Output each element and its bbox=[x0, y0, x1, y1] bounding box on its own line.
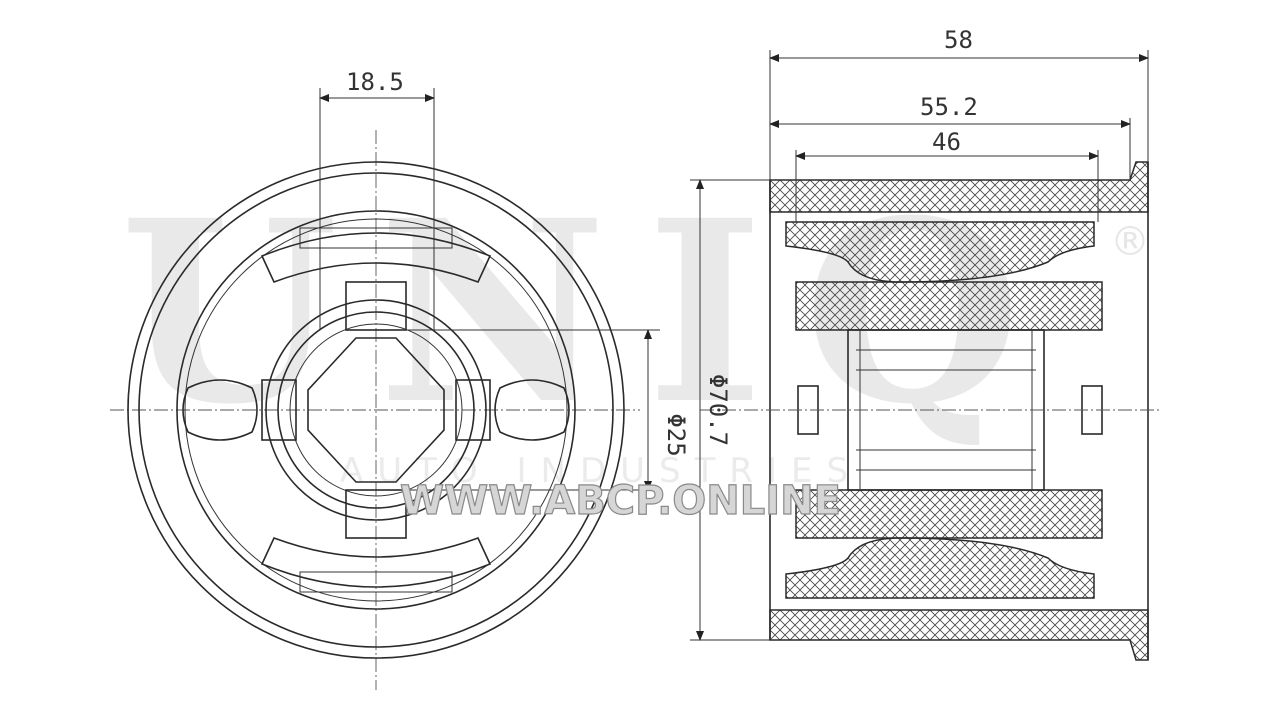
top-clip bbox=[299, 227, 453, 249]
top-arc-band bbox=[260, 232, 492, 284]
website-watermark: WWW.ABCP.ONLINE bbox=[400, 478, 841, 524]
slot-width-label: 18.5 bbox=[346, 68, 404, 96]
side-view: 58 55.2 46 Φ70.7 bbox=[690, 26, 1160, 661]
rubber-body-circle bbox=[176, 210, 576, 610]
overall-length-label: 58 bbox=[944, 26, 973, 54]
rubber-inner-circle bbox=[184, 218, 568, 602]
bottom-outer-sleeve bbox=[769, 609, 1149, 661]
bottom-clip bbox=[299, 571, 453, 593]
lower-inner-plate bbox=[795, 489, 1103, 539]
sleeve-mid-ring bbox=[277, 311, 475, 509]
bottom-tab bbox=[345, 489, 407, 539]
left-lobe bbox=[182, 379, 258, 441]
top-tab bbox=[345, 281, 407, 331]
center-bore bbox=[307, 337, 445, 483]
lower-rubber bbox=[785, 537, 1095, 599]
left-tab bbox=[261, 379, 297, 441]
right-lobe bbox=[494, 379, 570, 441]
right-tab bbox=[455, 379, 491, 441]
inner-diameter-label: Φ25 bbox=[662, 413, 690, 456]
upper-inner-plate bbox=[795, 281, 1103, 331]
front-view: 18.5 Φ25 bbox=[110, 68, 690, 690]
inner-length-label: 46 bbox=[932, 128, 961, 156]
outer-rim-inner-circle bbox=[138, 172, 614, 648]
watermark-registered: ® bbox=[1110, 219, 1150, 265]
outer-diameter-label: Φ70.7 bbox=[704, 374, 732, 446]
bottom-arc-band bbox=[260, 536, 492, 588]
sleeve-outer-ring bbox=[265, 299, 487, 521]
flange-length-label: 55.2 bbox=[920, 93, 978, 121]
sleeve-inner-ring bbox=[289, 323, 463, 497]
watermark-subtitle: AUTO INDUSTRIES bbox=[340, 451, 862, 491]
outer-rim-circle bbox=[127, 161, 625, 659]
